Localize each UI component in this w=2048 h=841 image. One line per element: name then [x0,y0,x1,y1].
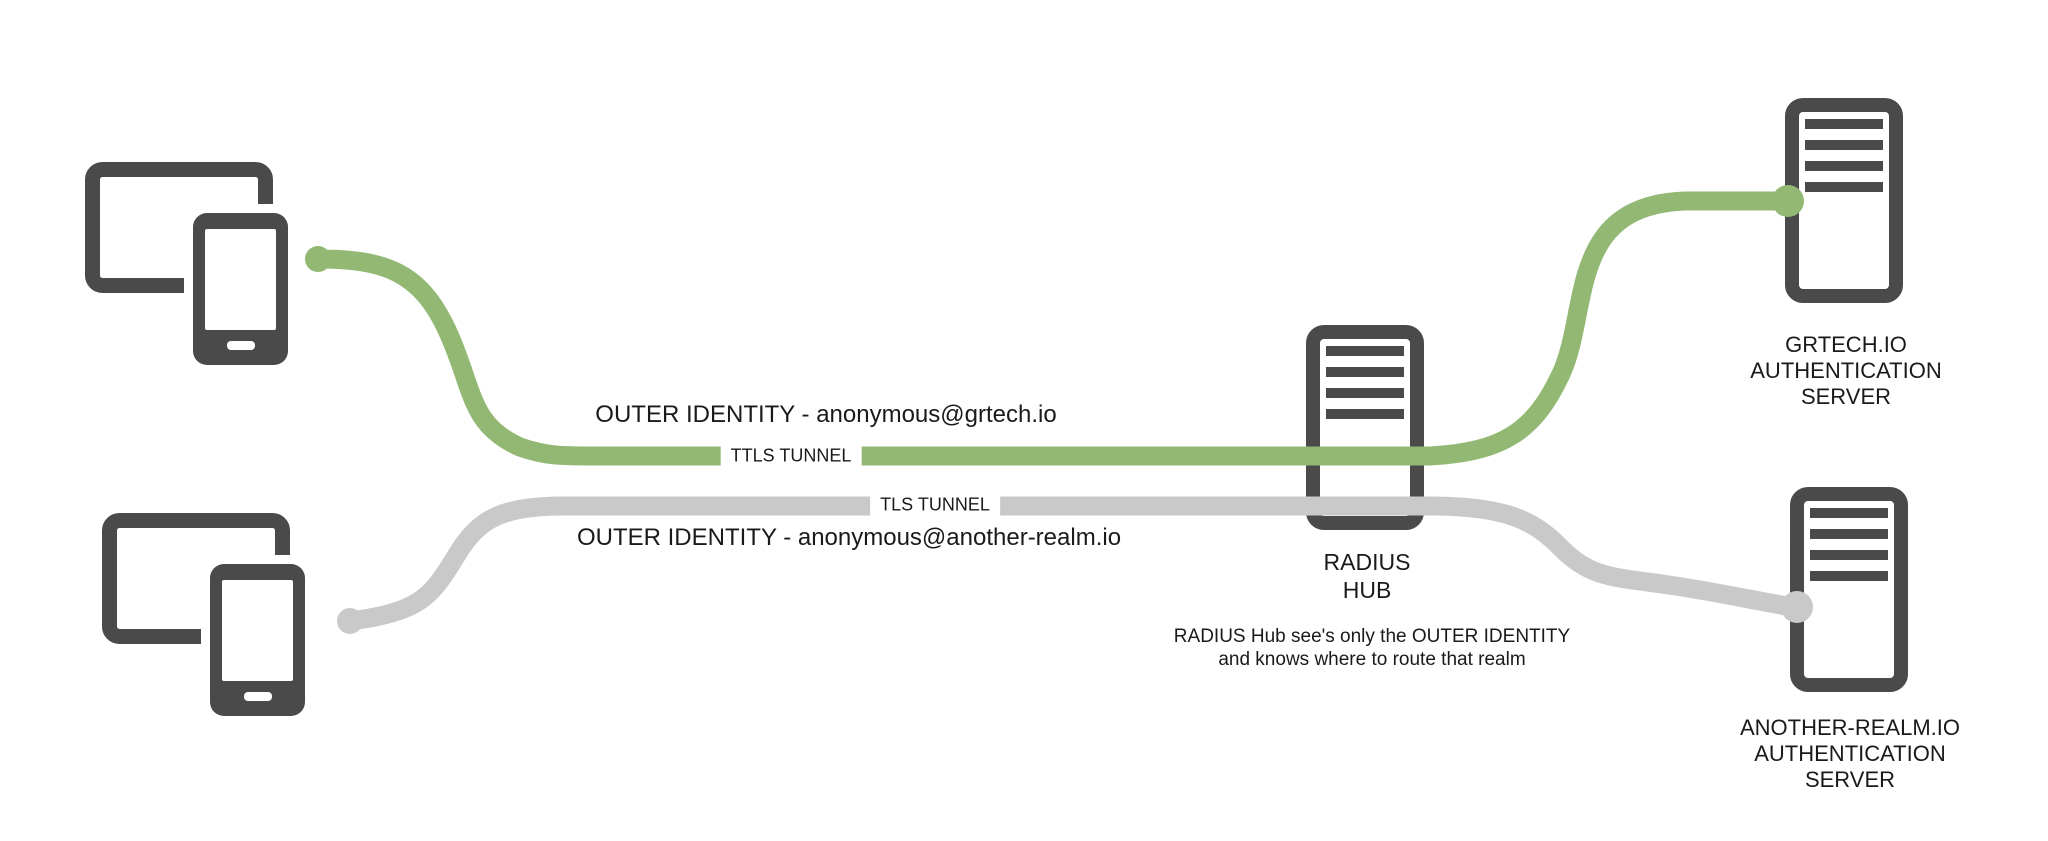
radius-hub-note: RADIUS Hub see's only the OUTER IDENTITY… [1174,625,1570,671]
client-devices-top [85,162,296,373]
grtech-server-label: GRTECH.IO AUTHENTICATION SERVER [1750,332,1941,410]
another-realm-server-label: ANOTHER-REALM.IO AUTHENTICATION SERVER [1740,715,1960,793]
label-line: AUTHENTICATION [1754,741,1946,766]
outer-identity-ttls-label: OUTER IDENTITY - anonymous@grtech.io [583,397,1069,433]
ttls-start-dot [305,246,331,272]
note-line: and knows where to route that realm [1218,649,1526,670]
tls-tunnel-label: TLS TUNNEL [870,492,1000,518]
grtech-server-icon [1785,98,1903,303]
tls-endpoint-dot [1781,591,1813,623]
phone-icon [201,555,313,724]
radius-hub-label: RADIUS HUB [1324,548,1411,604]
label-line: RADIUS [1323,549,1411,575]
tls-start-dot [337,608,363,634]
label-line: SERVER [1800,384,1892,409]
another-realm-server-icon [1790,487,1908,692]
phone-icon [184,204,296,373]
ttls-tunnel-label: TTLS TUNNEL [720,443,862,469]
ttls-endpoint-dot [1772,185,1804,217]
tls-tunnel-path [340,496,1802,631]
outer-identity-tls-label: OUTER IDENTITY - anonymous@another-realm… [564,520,1134,556]
label-line: HUB [1342,577,1392,603]
label-line: GRTECH.IO [1785,332,1907,357]
label-line: SERVER [1804,767,1896,792]
radius-hub-server-icon [1306,325,1424,530]
note-line: RADIUS Hub see's only the OUTER IDENTITY [1173,626,1571,647]
label-line: AUTHENTICATION [1750,358,1942,383]
label-line: ANOTHER-REALM.IO [1739,715,1961,740]
ttls-tunnel-path [308,191,1794,466]
client-devices-bottom [102,513,313,724]
